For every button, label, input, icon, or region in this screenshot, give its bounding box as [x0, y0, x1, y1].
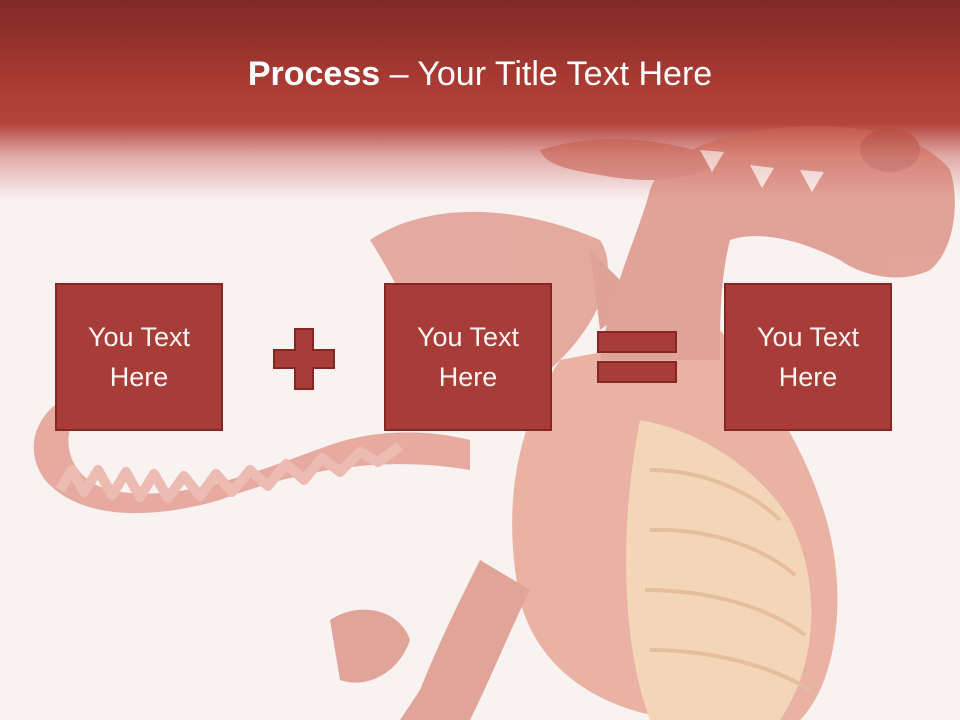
process-box-3-text: You Text Here — [756, 322, 860, 392]
process-box-1-text: You Text Here — [87, 322, 191, 392]
slide-title: Process – Your Title Text Here — [0, 52, 960, 96]
process-box-1: You Text Here — [55, 283, 223, 431]
plus-icon — [273, 328, 335, 390]
process-box-3: You Text Here — [724, 283, 892, 431]
equals-icon — [597, 331, 677, 383]
process-box-2: You Text Here — [384, 283, 552, 431]
process-box-2-text: You Text Here — [416, 322, 520, 392]
title-bold-text: Process — [247, 55, 381, 93]
title-rest-text: – Your Title Text Here — [380, 55, 713, 93]
